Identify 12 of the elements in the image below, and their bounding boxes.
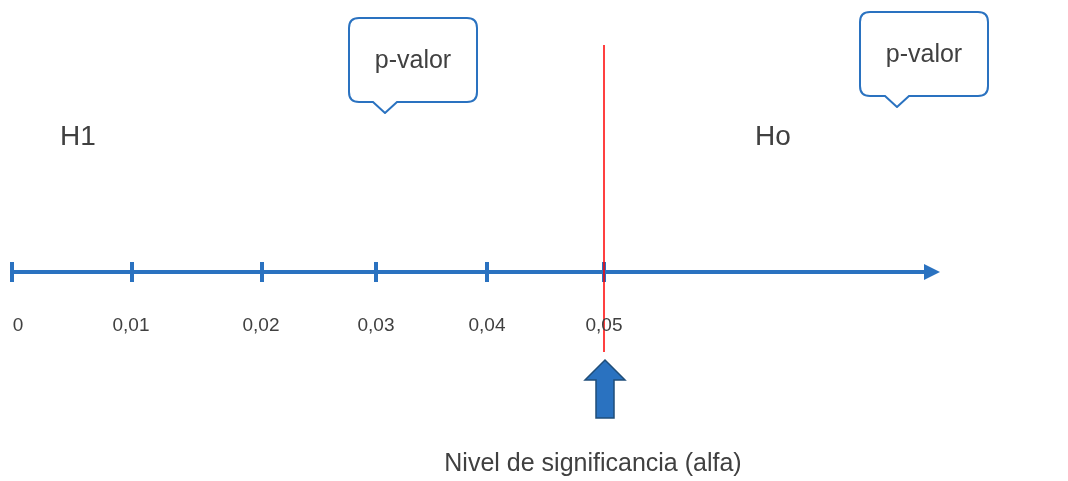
tick-label: 0,04 xyxy=(468,314,506,334)
speech-bubble xyxy=(859,11,989,108)
tick-label: 0,02 xyxy=(242,314,280,334)
speech-bubble xyxy=(348,17,478,114)
hypothesis-label: Ho xyxy=(755,122,791,150)
tick-label: 0,01 xyxy=(112,314,150,334)
bubble-text: p-valor xyxy=(885,37,963,69)
bubble-text: p-valor xyxy=(374,43,452,75)
hypothesis-label: H1 xyxy=(60,122,96,150)
tick-label: 0,03 xyxy=(357,314,395,334)
axis-note: Nivel de significancia (alfa) xyxy=(444,449,742,475)
tick-label: 0 xyxy=(12,314,24,334)
